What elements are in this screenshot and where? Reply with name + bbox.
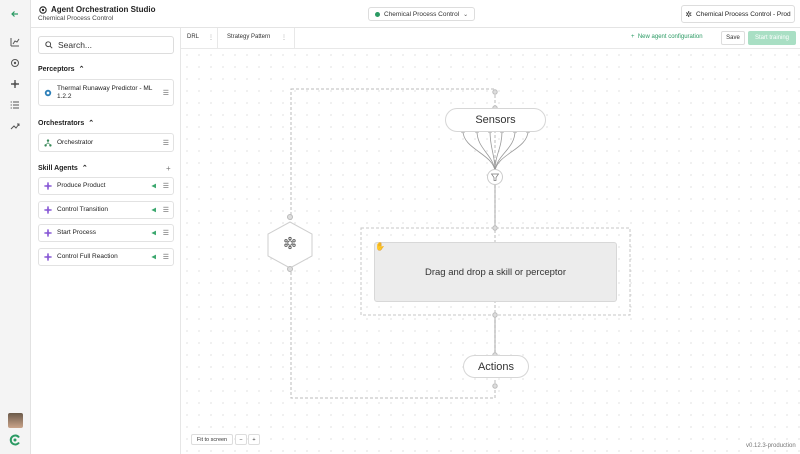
fit-to-screen-button[interactable]: Fit to screen: [191, 434, 233, 445]
skill-agent-icon: [43, 228, 53, 238]
filter-icon: [490, 173, 500, 181]
more-icon[interactable]: ⋮: [281, 35, 287, 41]
speaker-icon[interactable]: ◀︎: [151, 207, 156, 214]
drag-handle-icon[interactable]: ☰: [162, 183, 169, 190]
drag-handle-icon[interactable]: ☰: [162, 254, 169, 261]
skill-agent-label: Control Transition: [57, 206, 108, 213]
new-agent-configuration-button[interactable]: + New agent configuration: [631, 34, 703, 40]
orchestrator-icon: [43, 138, 53, 148]
tab-drl[interactable]: DRL: [187, 34, 200, 40]
app-subtitle: Chemical Process Control: [38, 15, 114, 22]
plus-icon: +: [631, 34, 638, 40]
skill-agent-icon: [43, 205, 53, 215]
port-dot[interactable]: [287, 214, 293, 220]
avatar[interactable]: [8, 413, 23, 428]
skill-agent-item[interactable]: Control Full Reaction ◀︎ ☰: [38, 248, 174, 266]
environment-button[interactable]: ✲ Chemical Process Control - Prod: [681, 5, 795, 23]
skill-agent-label: Start Process: [57, 229, 97, 236]
orchestration-canvas[interactable]: Sensors Drag and drop a skill or percept…: [181, 49, 800, 454]
canvas-toolbar: DRL ⋮ Strategy Pattern ⋮ + New agent con…: [181, 28, 800, 49]
list-icon[interactable]: [7, 97, 23, 113]
orchestration-frame: [290, 88, 496, 399]
filter-node[interactable]: [487, 169, 503, 185]
perceptor-item[interactable]: Thermal Runaway Predictor - ML 1.2.2 ☰: [38, 79, 174, 106]
project-status-icon: [375, 11, 380, 17]
perceptors-section-header[interactable]: Perceptors ⌃: [38, 65, 174, 74]
drag-handle-icon[interactable]: ☰: [162, 207, 169, 214]
skill-agent-label: Control Full Reaction: [57, 253, 118, 260]
new-agent-label: New agent configuration: [637, 34, 703, 40]
skill-agent-item[interactable]: Produce Product ◀︎ ☰: [38, 177, 174, 195]
component-sidebar: Search... Perceptors ⌃ Thermal Runaway P…: [31, 28, 181, 454]
app-title-text: Agent Orchestration Studio: [51, 5, 156, 14]
skill-agent-label: Produce Product: [57, 182, 106, 189]
zoom-out-button[interactable]: −: [235, 434, 247, 445]
drag-handle-icon[interactable]: ☰: [162, 230, 169, 237]
app-title: Agent Orchestration Studio: [39, 5, 155, 14]
port-dot[interactable]: [492, 312, 498, 318]
port-dot[interactable]: [492, 225, 498, 231]
back-arrow-icon[interactable]: [7, 6, 23, 22]
search-input[interactable]: Search...: [38, 36, 174, 54]
studio-logo-icon: [39, 5, 47, 14]
gear-icon: ✲: [685, 9, 693, 19]
project-select[interactable]: Chemical Process Control ⌄: [368, 7, 476, 21]
speaker-icon[interactable]: ◀︎: [151, 230, 156, 237]
chevron-up-icon: ⌃: [81, 165, 88, 172]
skill-agent-item[interactable]: Start Process ◀︎ ☰: [38, 224, 174, 242]
version-label: v0.12.3-production: [746, 443, 796, 449]
orchestrator-label: Orchestrator: [57, 138, 94, 146]
drop-zone[interactable]: Drag and drop a skill or perceptor: [374, 242, 617, 302]
sensors-node[interactable]: Sensors: [445, 108, 546, 132]
speaker-icon[interactable]: ◀︎: [151, 254, 156, 261]
sensor-connectors: [462, 130, 529, 172]
settings-icon[interactable]: [7, 55, 23, 71]
skill-agent-item[interactable]: Control Transition ◀︎ ☰: [38, 201, 174, 219]
chart-icon[interactable]: [7, 34, 23, 50]
left-rail: [0, 0, 31, 454]
orchestrator-item[interactable]: Orchestrator ☰: [38, 133, 174, 152]
port-dot[interactable]: [492, 89, 498, 95]
hand-grab-icon: ✋: [375, 242, 385, 251]
project-select-label: Chemical Process Control: [384, 10, 460, 18]
tab-divider: [294, 28, 295, 49]
drop-frame: [360, 227, 631, 316]
top-header: Agent Orchestration Studio Chemical Proc…: [31, 0, 800, 28]
zoom-in-button[interactable]: +: [248, 434, 260, 445]
drag-handle-icon[interactable]: ☰: [162, 89, 169, 97]
orchestrator-node-icon: [284, 236, 296, 250]
port-dot[interactable]: [287, 266, 293, 272]
tab-strategy-pattern[interactable]: Strategy Pattern: [227, 34, 271, 40]
chevron-up-icon: ⌃: [88, 120, 95, 127]
skill-agent-icon: [43, 252, 53, 262]
orchestrators-section-header[interactable]: Orchestrators ⌃: [38, 119, 174, 128]
brand-logo-icon: [9, 434, 21, 446]
environment-label: Chemical Process Control - Prod: [696, 10, 791, 18]
perceptors-title: Perceptors: [38, 65, 75, 73]
actions-node[interactable]: Actions: [463, 355, 529, 378]
tab-divider: [217, 28, 218, 49]
skill-agents-section-header[interactable]: Skill Agents ⌃ +: [38, 164, 174, 173]
chevron-down-icon: ⌄: [463, 11, 469, 18]
drag-handle-icon[interactable]: ☰: [162, 139, 169, 147]
port-dot[interactable]: [492, 383, 498, 389]
perceptor-label: Thermal Runaway Predictor - ML 1.2.2: [57, 84, 153, 100]
more-icon[interactable]: ⋮: [208, 35, 214, 41]
skill-agent-icon: [43, 181, 53, 191]
save-button[interactable]: Save: [721, 31, 745, 45]
trend-icon[interactable]: [7, 118, 23, 134]
speaker-icon[interactable]: ◀︎: [151, 183, 156, 190]
search-icon: [45, 41, 53, 49]
orchestrators-title: Orchestrators: [38, 119, 85, 127]
skill-agents-title: Skill Agents: [38, 164, 78, 172]
chevron-up-icon: ⌃: [78, 66, 85, 73]
canvas-links: [267, 88, 631, 399]
start-training-button[interactable]: Start training: [748, 31, 796, 45]
search-placeholder: Search...: [58, 40, 93, 50]
perceptor-icon: [43, 88, 53, 98]
add-skill-agent-icon[interactable]: +: [166, 164, 171, 173]
network-icon[interactable]: [7, 76, 23, 92]
